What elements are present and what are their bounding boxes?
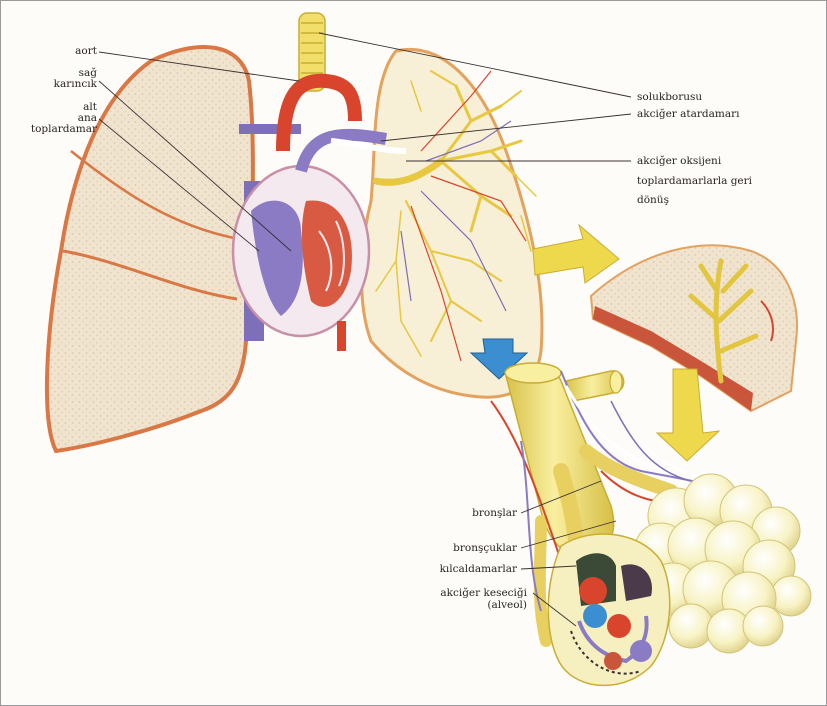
- label-akciger-atardamari: akciğer atardamarı: [637, 108, 740, 120]
- label-oksijeni-line3: dönüş: [637, 194, 669, 206]
- label-oksijeni-line1: akciğer oksijeni: [637, 155, 721, 167]
- heart: [233, 166, 369, 336]
- label-aort: aort: [21, 45, 97, 57]
- label-kilcaldamarlar: kılcaldamarlar: [401, 563, 517, 575]
- alveoli-cutaway: [548, 534, 669, 685]
- label-kesecigi-line1: akciğer keseciği: [401, 587, 527, 599]
- label-sag-karincik-line2: karıncık: [21, 78, 97, 90]
- label-oksijeni-line2: toplardamarlarla geri: [637, 175, 752, 187]
- label-kesecigi-line2: (alveol): [401, 599, 527, 611]
- arrow-to-tissue: [533, 225, 619, 283]
- label-bronslar: bronşlar: [401, 507, 517, 519]
- descending-aorta: [337, 321, 346, 351]
- label-alt-ana-line3: toplardamar: [11, 123, 97, 135]
- label-bronscuklar: bronşçuklar: [401, 542, 517, 554]
- label-solukborusu: solukborusu: [637, 91, 702, 103]
